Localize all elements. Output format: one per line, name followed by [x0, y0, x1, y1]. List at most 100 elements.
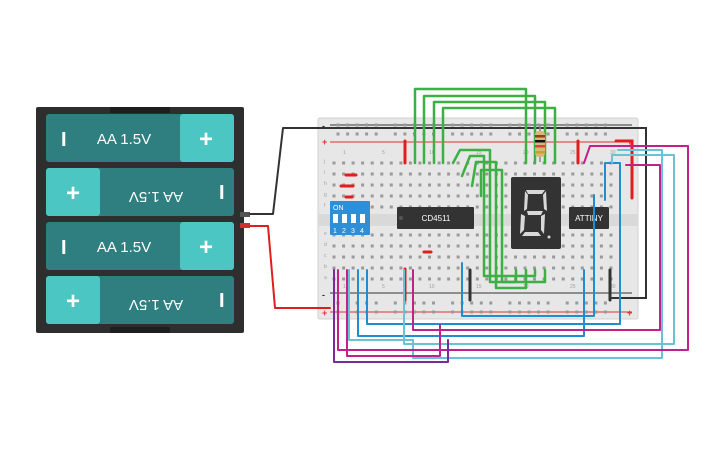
breadboard-hole[interactable] — [533, 255, 536, 259]
breadboard-hole[interactable] — [428, 244, 431, 248]
breadboard-hole[interactable] — [594, 132, 598, 136]
breadboard-hole[interactable] — [361, 255, 365, 259]
breadboard-hole[interactable] — [466, 244, 470, 248]
breadboard-hole[interactable] — [456, 277, 460, 281]
breadboard-hole[interactable] — [399, 255, 403, 259]
breadboard-hole[interactable] — [399, 183, 403, 187]
breadboard-hole[interactable] — [485, 266, 489, 270]
breadboard-hole[interactable] — [451, 123, 455, 127]
green-wire[interactable] — [470, 160, 528, 290]
breadboard-hole[interactable] — [504, 277, 508, 281]
breadboard-hole[interactable] — [603, 123, 607, 127]
breadboard-hole[interactable] — [370, 233, 374, 237]
breadboard-hole[interactable] — [580, 233, 584, 237]
breadboard-hole[interactable] — [479, 301, 483, 305]
breadboard-hole[interactable] — [475, 277, 479, 281]
breadboard-hole[interactable] — [447, 161, 451, 165]
breadboard-hole[interactable] — [485, 255, 489, 259]
breadboard-hole[interactable] — [437, 233, 441, 237]
breadboard-hole[interactable] — [561, 183, 565, 187]
breadboard-hole[interactable] — [370, 183, 374, 187]
breadboard-hole[interactable] — [508, 123, 512, 127]
breadboard-hole[interactable] — [432, 310, 435, 314]
battery-cell-4[interactable]: + AA 1.5V I — [46, 276, 234, 324]
green-wire[interactable] — [413, 87, 528, 165]
breadboard-hole[interactable] — [518, 132, 521, 136]
breadboard-hole[interactable] — [422, 310, 426, 314]
breadboard-hole[interactable] — [575, 301, 579, 305]
breadboard-hole[interactable] — [609, 266, 613, 270]
breadboard-hole[interactable] — [389, 172, 393, 176]
breadboard-hole[interactable] — [451, 310, 455, 314]
breadboard-hole[interactable] — [552, 172, 556, 176]
breadboard-hole[interactable] — [428, 161, 431, 165]
breadboard-hole[interactable] — [456, 194, 460, 198]
breadboard-hole[interactable] — [380, 244, 384, 248]
breadboard-hole[interactable] — [514, 161, 517, 165]
breadboard-hole[interactable] — [346, 123, 350, 127]
breadboard-hole[interactable] — [332, 255, 336, 259]
breadboard-hole[interactable] — [460, 123, 464, 127]
breadboard-hole[interactable] — [389, 205, 393, 209]
breadboard-hole[interactable] — [594, 301, 598, 305]
breadboard-hole[interactable] — [475, 183, 479, 187]
breadboard-hole[interactable] — [561, 255, 565, 259]
breadboard-hole[interactable] — [508, 301, 512, 305]
breadboard-hole[interactable] — [475, 233, 479, 237]
breadboard-hole[interactable] — [380, 266, 384, 270]
breadboard-hole[interactable] — [470, 132, 474, 136]
breadboard-hole[interactable] — [418, 255, 422, 259]
breadboard-hole[interactable] — [489, 310, 493, 314]
breadboard-hole[interactable] — [475, 255, 479, 259]
breadboard-hole[interactable] — [590, 244, 594, 248]
breadboard-hole[interactable] — [575, 123, 579, 127]
breadboard-hole[interactable] — [374, 310, 378, 314]
breadboard-hole[interactable] — [504, 266, 508, 270]
breadboard-hole[interactable] — [552, 277, 556, 281]
breadboard-hole[interactable] — [485, 277, 489, 281]
breadboard-hole[interactable] — [470, 301, 474, 305]
breadboard-hole[interactable] — [470, 310, 474, 314]
breadboard-hole[interactable] — [393, 132, 397, 136]
breadboard-hole[interactable] — [389, 255, 393, 259]
breadboard-hole[interactable] — [552, 266, 556, 270]
battery-terminal-positive[interactable] — [240, 223, 250, 228]
breadboard-hole[interactable] — [336, 132, 340, 136]
battery-pack[interactable]: I AA 1.5V + + AA 1.5V I I AA 1.5V + + AA… — [36, 107, 250, 333]
breadboard-hole[interactable] — [552, 255, 556, 259]
breadboard-hole[interactable] — [365, 132, 369, 136]
decoder-chip[interactable]: CD4511 — [397, 207, 474, 229]
breadboard-hole[interactable] — [485, 233, 489, 237]
breadboard-hole[interactable] — [603, 310, 607, 314]
breadboard-hole[interactable] — [437, 183, 441, 187]
breadboard-hole[interactable] — [365, 123, 369, 127]
breadboard-hole[interactable] — [571, 233, 575, 237]
breadboard-hole[interactable] — [537, 310, 540, 314]
breadboard-hole[interactable] — [428, 255, 431, 259]
breadboard-hole[interactable] — [370, 266, 374, 270]
breadboard-hole[interactable] — [561, 172, 565, 176]
dip-toggle-1[interactable] — [333, 214, 338, 223]
breadboard-hole[interactable] — [361, 266, 365, 270]
breadboard-hole[interactable] — [533, 172, 536, 176]
breadboard-hole[interactable] — [399, 277, 403, 281]
breadboard-hole[interactable] — [355, 132, 359, 136]
breadboard-hole[interactable] — [447, 194, 451, 198]
breadboard-hole[interactable] — [418, 277, 422, 281]
breadboard-hole[interactable] — [412, 301, 416, 305]
black-jumpers[interactable] — [329, 127, 647, 302]
breadboard-hole[interactable] — [479, 310, 483, 314]
breadboard-hole[interactable] — [523, 172, 527, 176]
breadboard-hole[interactable] — [561, 266, 565, 270]
breadboard-hole[interactable] — [599, 183, 603, 187]
breadboard-hole[interactable] — [527, 123, 531, 127]
breadboard-hole[interactable] — [374, 301, 378, 305]
breadboard-hole[interactable] — [437, 172, 441, 176]
breadboard-hole[interactable] — [370, 244, 374, 248]
green-wire[interactable] — [432, 100, 547, 165]
breadboard-hole[interactable] — [447, 172, 451, 176]
breadboard-hole[interactable] — [351, 161, 355, 165]
resistor[interactable] — [535, 124, 545, 162]
breadboard-hole[interactable] — [418, 233, 422, 237]
